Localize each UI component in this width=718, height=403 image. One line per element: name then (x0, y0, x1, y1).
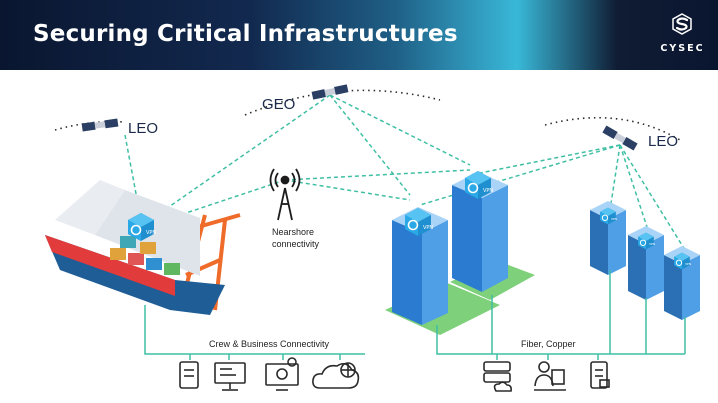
cysec-logo: CYSEC (655, 10, 710, 62)
mobile-device-icon (590, 361, 610, 389)
link-tower-ship (149, 179, 286, 226)
infrastructure-diagram: VPN VPN VPN VPN VPN VPN (45, 84, 700, 392)
computer-gear-icon (265, 357, 299, 391)
radio-tower-icon (269, 168, 301, 221)
fiber-copper-label: Fiber, Copper (521, 339, 576, 349)
server-database-icon (483, 361, 512, 392)
datacenter-1-vpn-icon: VPN (599, 207, 617, 225)
cargo-ship-icon (45, 180, 225, 315)
vpn-badge-text: VPN (611, 217, 617, 221)
logo-wordmark: CYSEC (660, 43, 705, 54)
network-bus (144, 270, 686, 360)
connection-links (124, 94, 686, 251)
geo-label: GEO (262, 96, 296, 113)
building-2-vpn-box-icon: VPN (464, 170, 493, 200)
cloud-network-icon (312, 362, 360, 389)
crew-network-line (144, 305, 365, 355)
link-leo-building-1 (419, 144, 621, 206)
vpn-badge-text: VPN (685, 262, 691, 266)
page-title: Securing Critical Infrastructures (33, 21, 458, 47)
vpn-badge-text: VPN (146, 230, 156, 236)
leo-left-orbit (54, 120, 126, 131)
crew-connectivity-label: Crew & Business Connectivity (209, 339, 330, 349)
cysec-logo-icon (672, 13, 692, 35)
tablet-device-icon (179, 361, 199, 389)
link-tower-building-1 (284, 179, 411, 201)
link-geo-building-1 (329, 94, 411, 196)
datacenter-2-vpn-icon: VPN (637, 232, 655, 250)
fiber-network-line (436, 325, 685, 355)
ship-vpn-box-icon: VPN (127, 212, 156, 242)
header-banner: Securing Critical Infrastructures CYSEC (0, 0, 718, 70)
link-leo-building-2 (469, 144, 621, 176)
office-building-1 (385, 207, 500, 335)
operator-workstation-icon (534, 361, 566, 391)
datacenter-tower-3 (664, 246, 700, 320)
datacenter-3-vpn-icon: VPN (673, 252, 691, 270)
leo-right-label: LEO (648, 133, 679, 150)
vpn-badge-text: VPN (483, 188, 493, 194)
vpn-badge-text: VPN (649, 242, 655, 246)
leo-satellite-left-icon (81, 118, 119, 132)
building-1-vpn-box-icon: VPN (404, 207, 433, 237)
link-leo-dc-2 (619, 144, 649, 231)
link-leo-dc-1 (609, 144, 621, 211)
link-geo-building-2 (329, 94, 471, 166)
monitor-terminal-icon (214, 362, 246, 391)
geo-satellite-icon (311, 84, 349, 100)
link-tower-building-2 (284, 169, 471, 181)
nearshore-label: Nearshore connectivity (272, 227, 320, 249)
leo-left-label: LEO (128, 120, 159, 137)
link-geo-ship (149, 94, 331, 221)
vpn-badge-text: VPN (423, 225, 433, 231)
leo-right-orbit (544, 116, 681, 141)
